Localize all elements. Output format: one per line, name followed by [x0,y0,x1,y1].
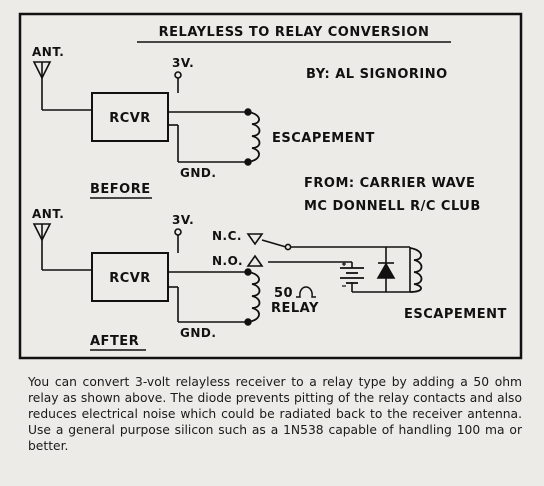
before-wiring [168,71,248,163]
diagram-frame [18,12,523,360]
ohm-icon [296,286,316,298]
before-escapement-coil-icon [244,108,261,166]
after-receiver-box [91,252,169,302]
diagram-title: RELAYLESS TO RELAY CONVERSION [159,25,430,40]
relay-switch-icon [246,233,292,267]
before-escapement-label: ESCAPEMENT [272,131,375,146]
after-supply-label: 3V. [172,213,194,227]
battery-icon [340,262,364,287]
after-ground-label: GND. [180,326,216,340]
before-receiver-box [91,92,169,142]
nc-contact-label: N.C. [212,229,242,243]
caption-text: You can convert 3-volt relayless receive… [28,375,522,453]
after-receiver-label: RCVR [109,271,151,286]
relay-label: RELAY [271,301,319,316]
before-supply-label: 3V. [172,56,194,70]
after-escapement-label: ESCAPEMENT [404,307,507,322]
before-section-label: BEFORE [90,182,151,197]
after-antenna-label: ANT. [32,207,64,221]
after-circuit: ANT. RCVR 3V. GND. [32,207,507,351]
source-line-2: MC DONNELL R/C CLUB [304,199,481,214]
relay-coil-icon [244,268,261,326]
no-contact-label: N.O. [212,254,243,268]
before-circuit: ANT. RCVR 3V. GND. ESCAPEMENT BEFORE [32,45,375,199]
schematic-diagram: RELAYLESS TO RELAY CONVERSION BY: AL SIG… [18,12,523,360]
after-wiring [168,228,411,323]
after-escapement-coil-icon [409,247,423,293]
diode-icon [376,262,396,279]
credit-text: BY: AL SIGNORINO [306,67,448,82]
source-line-1: FROM: CARRIER WAVE [304,176,475,191]
after-antenna-icon [32,223,92,271]
before-receiver-label: RCVR [109,111,151,126]
relay-value: 50 [274,286,293,301]
after-section-label: AFTER [90,334,139,349]
before-ground-label: GND. [180,166,216,180]
before-antenna-label: ANT. [32,45,64,59]
before-antenna-icon [32,61,92,111]
